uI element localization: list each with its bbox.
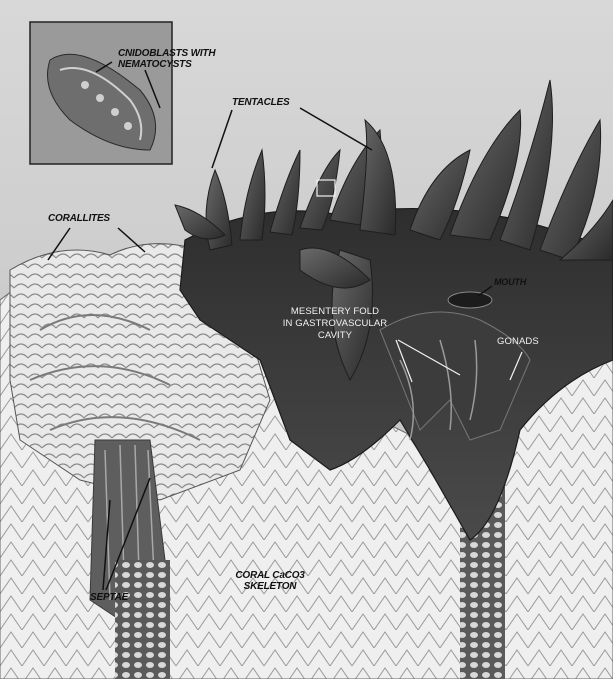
label-mouth: MOUTH	[494, 277, 526, 288]
label-mesentery: MESENTERY FOLD IN GASTROVASCULAR CAVITY	[265, 306, 405, 342]
label-tentacles: TENTACLES	[232, 97, 289, 108]
label-skeleton: CORAL CaCO3 SKELETON	[220, 570, 320, 592]
label-septae: SEPTAE	[90, 592, 128, 603]
label-cnidoblasts: CNIDOBLASTS WITH NEMATOCYSTS	[118, 48, 215, 70]
label-gonads: GONADS	[497, 336, 539, 347]
mouth-opening	[448, 292, 492, 308]
skeleton-pores-left	[115, 560, 170, 679]
inset-magnified-tentacle	[30, 22, 172, 164]
label-corallites: CORALLITES	[48, 213, 110, 224]
